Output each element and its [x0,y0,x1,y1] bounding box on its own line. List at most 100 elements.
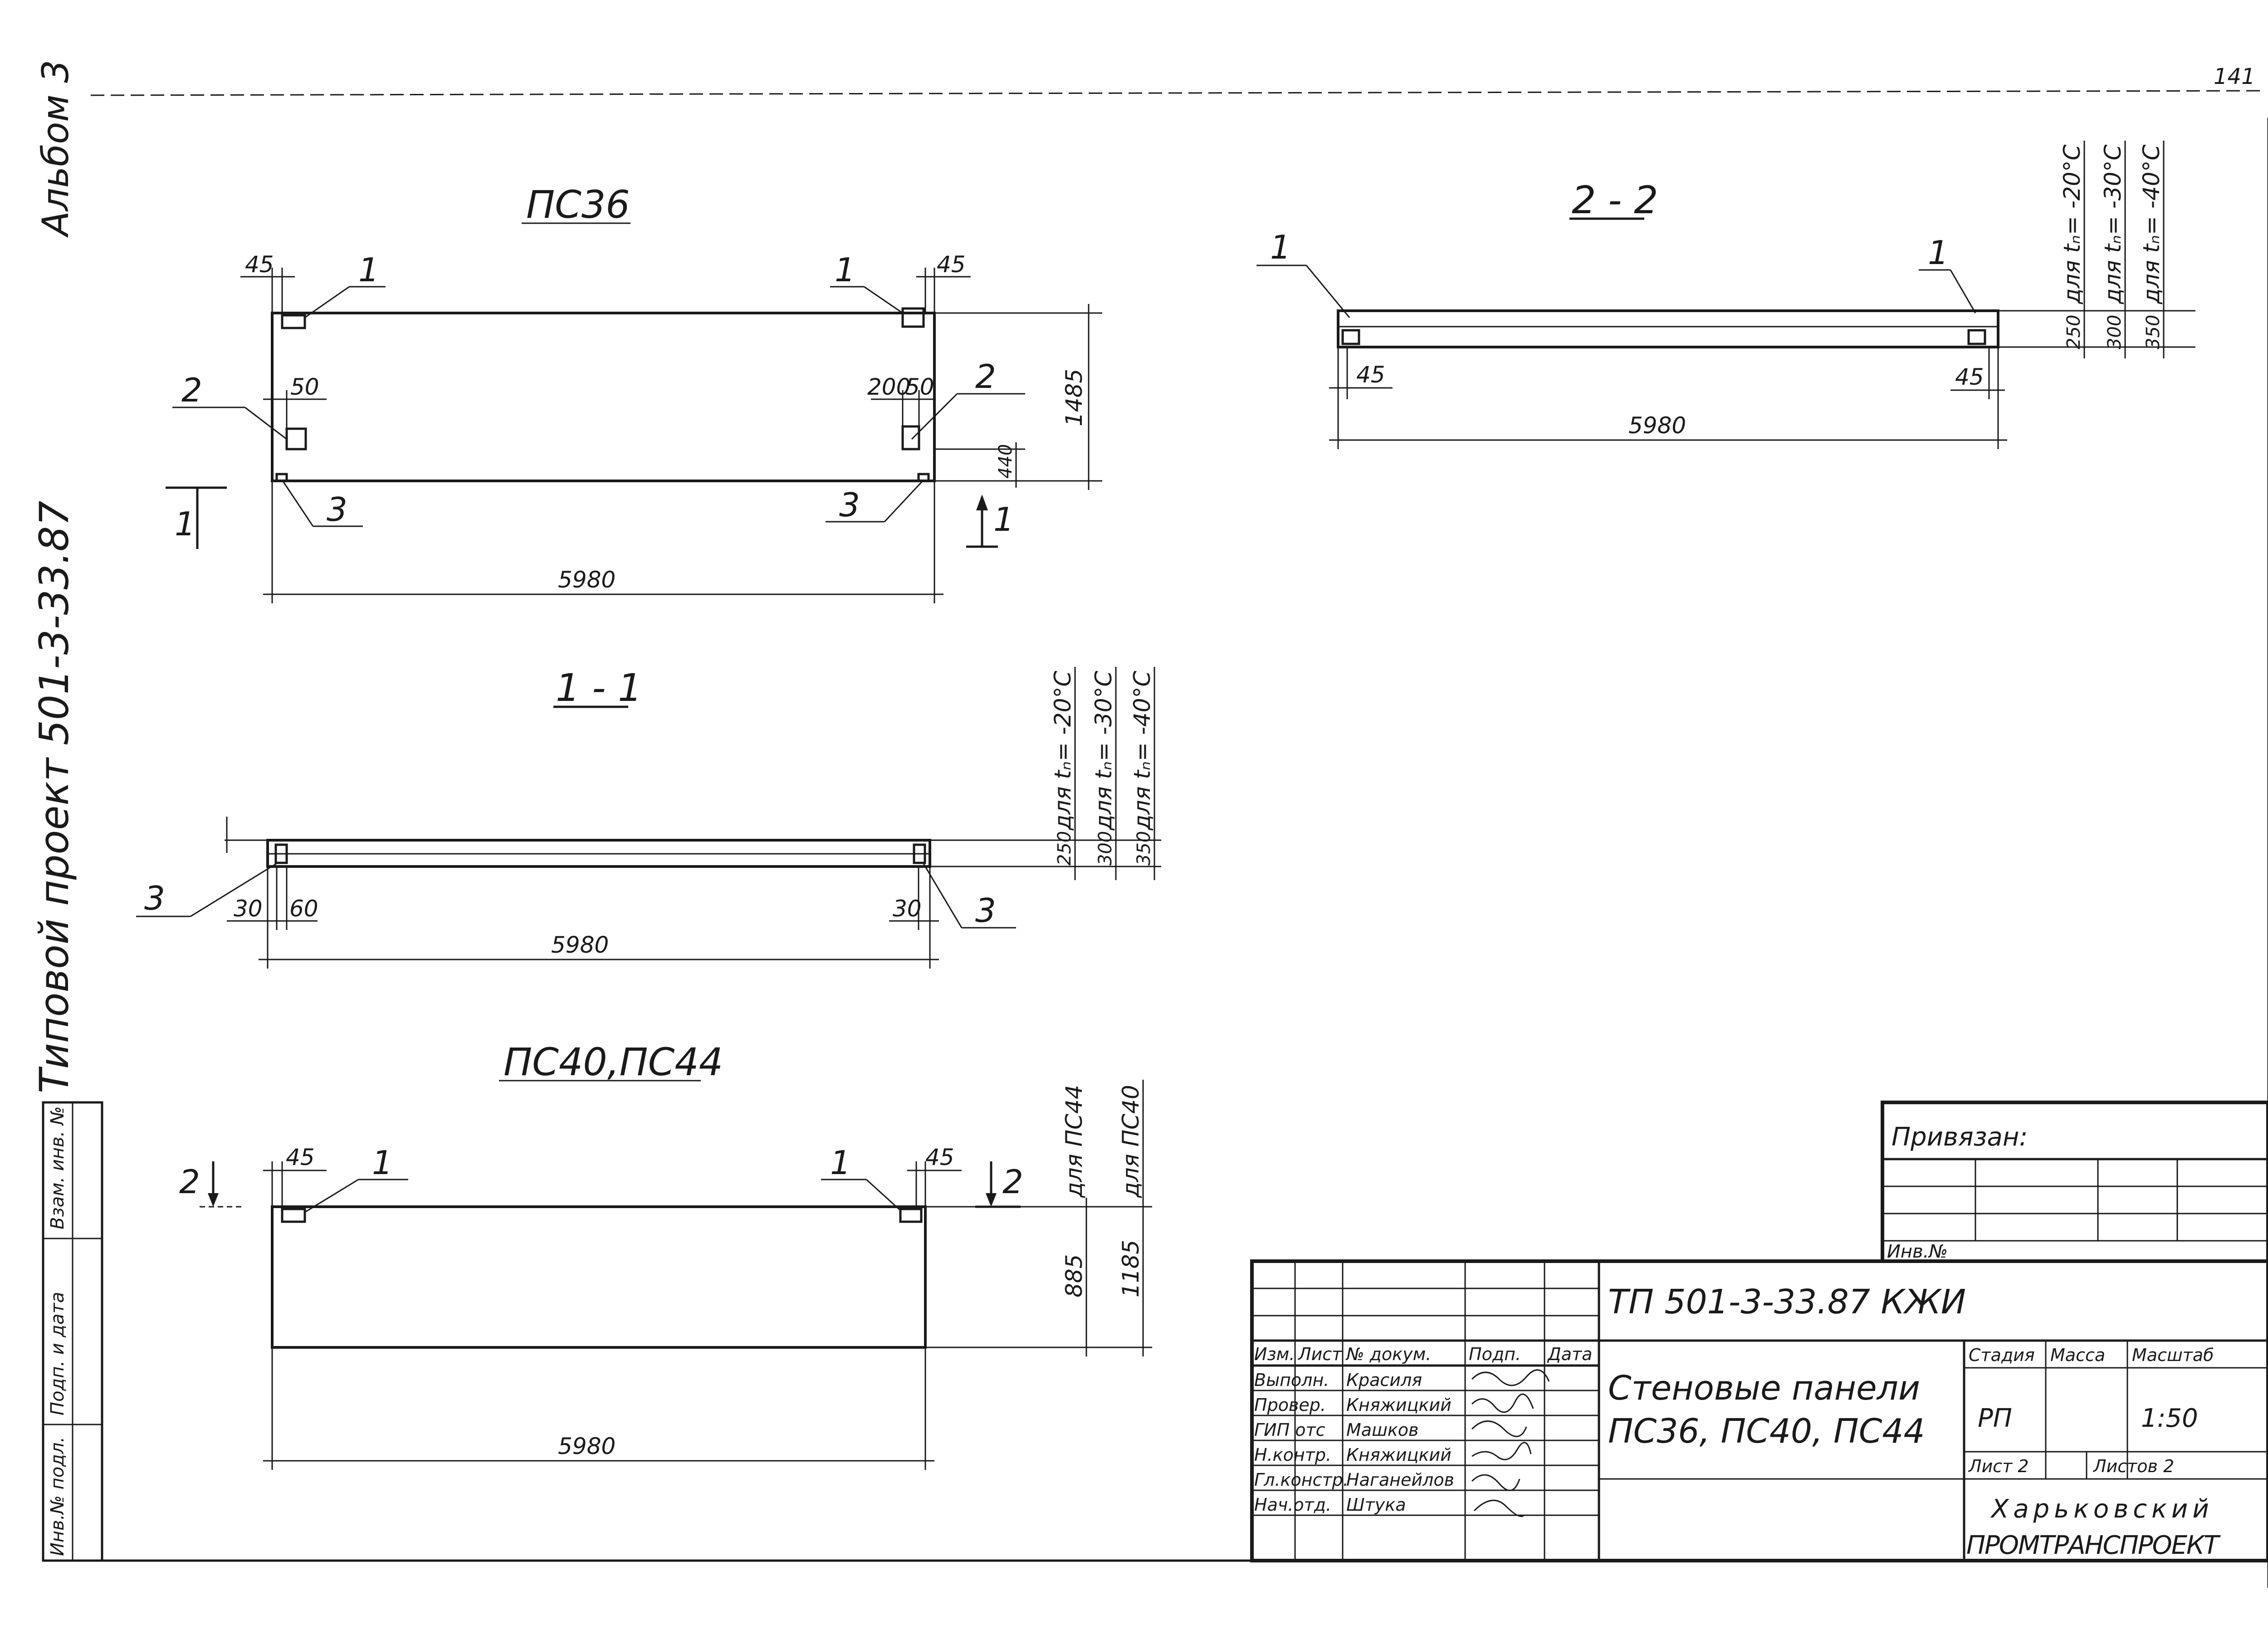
album-label: Альбом 3 [34,60,77,238]
s22-embed-right [1967,329,1986,345]
tb-sheets: Листов 2 [2092,1456,2174,1476]
pc36-dim-left-50: 50 [290,374,319,400]
pc40-dim-left-45: 45 [286,1144,315,1170]
section-2-2-title: 2 - 2 [1572,178,1658,222]
pc36-embed-1-left [281,314,306,329]
pc40-dim-right-45: 45 [925,1144,954,1170]
tb-description-2: ПС36, ПС40, ПС44 [1608,1412,1925,1451]
s22-thk-300-label: для tₙ= -30°С [2100,144,2126,304]
tb-header-date: Дата [1547,1344,1592,1364]
s11-thk-300-label: для tₙ= -30°С [1090,671,1117,831]
s11-dim-30-left: 30 [234,896,263,922]
pc36-callout-2-left: 2 [181,371,202,409]
s22-embed-left [1341,329,1360,345]
pc36-dim-440: 440 [995,444,1016,479]
s22-dim-left-45: 45 [1356,362,1385,388]
s11-dim-60: 60 [289,896,318,922]
pc36-embed-3-right [917,473,930,482]
pc36-callout-1-left: 1 [358,251,379,289]
tb-mass-label: Масса [2050,1345,2105,1365]
pc36-embed-2-left [285,427,307,450]
pc40-dim-1185: 1185 [1118,1240,1144,1297]
pc40-callout-1-left: 1 [372,1144,393,1182]
s11-thk-250: 250 [1054,831,1075,866]
tb-scale-label: Масштаб [2132,1345,2214,1365]
tb-role-0: Выполн. [1254,1370,1329,1390]
tb-sheet: Лист 2 [1968,1456,2029,1476]
stamp-replace: Взам. инв. № [47,1106,68,1229]
pc36-dim-right-50: 50 [905,374,934,400]
pc36-dim-length: 5980 [558,567,616,593]
s11-dim-length: 5980 [551,932,609,958]
tb-org-2: ПРОМТРАНСПРОЕКТ [1966,1531,2221,1560]
s11-thk-350: 350 [1134,831,1154,866]
s11-dim-30-right: 30 [893,896,922,922]
pc36-callout-3-left: 3 [327,490,347,529]
pc36-embed-2-right [901,425,920,450]
pc40-label-pc40: для ПС40 [1118,1085,1144,1198]
title-block: Изм. Лист № докум. Подп. Дата Выполн. Кр… [1250,1259,2268,1562]
s22-dim-length: 5980 [1628,412,1686,439]
view-section-2-2: 2 - 2 250 для tₙ= -20°С 300 для tₙ= -30°… [1256,141,2195,449]
pc40-embed-1-right [899,1208,923,1223]
project-label: Типовой проект 501-3-33.87 [31,501,78,1093]
s22-dim-right-45: 45 [1955,364,1984,390]
s22-callout-1-right: 1 [1928,234,1949,272]
tb-name-4: Наганейлов [1346,1470,1454,1490]
pc40-panel [271,1205,927,1349]
tb-scale: 1:50 [2141,1404,2198,1433]
pc36-dim-right-45: 45 [937,251,966,278]
tb-role-5: Нач.отд. [1254,1495,1331,1515]
pc40-label-pc44: для ПС44 [1061,1085,1087,1198]
tb-role-3: Н.контр. [1254,1445,1331,1465]
s22-thk-350: 350 [2143,315,2164,349]
view-pc40-title: ПС40,ПС44 [503,1040,723,1084]
pc40-callout-1-right: 1 [830,1144,851,1182]
section-1-1-title: 1 - 1 [556,666,642,710]
pc40-dim-885: 885 [1061,1254,1087,1297]
pc40-dim-length: 5980 [558,1433,616,1459]
tb-header-doc: № докум. [1345,1344,1431,1364]
pc40-embed-1-left [281,1208,306,1223]
tb-role-1: Провер. [1254,1395,1326,1415]
tb-signatures-handwritten [1471,1369,1550,1517]
section-1-1-embed-right [913,843,926,864]
view-pc40-pc44: ПС40,ПС44 45 45 1 1 2 2 [179,1040,1152,1470]
binding-table: Привязан: Инв.№ [1881,1101,2268,1263]
tb-doc-code: ТП 501-3-33.87 КЖИ [1608,1283,1966,1322]
tb-name-0: Красиля [1346,1370,1422,1390]
pc36-callout-1-right: 1 [835,251,855,289]
stamp-inv: Инв.№ подл. [47,1437,68,1556]
tb-role-2: ГИП отс [1254,1420,1325,1440]
pc36-section-left: 1 [175,505,196,543]
pc36-callout-2-right: 2 [975,357,996,396]
pc36-section-right: 1 [993,500,1014,539]
s22-thk-300: 300 [2104,315,2125,349]
tb-description-1: Стеновые панели [1608,1369,1920,1408]
pc36-dim-right-200: 200 [867,374,910,400]
tb-name-1: Княжицкий [1346,1395,1452,1415]
tb-name-2: Машков [1346,1420,1418,1440]
pc36-callout-3-right: 3 [839,486,860,524]
s22-thk-250: 250 [2063,315,2084,349]
tb-stage-label: Стадия [1969,1345,2035,1365]
view-pc36-title: ПС36 [526,182,630,227]
s11-callout-3-left: 3 [144,879,165,917]
tb-name-5: Штука [1346,1495,1406,1515]
binding-title: Привязан: [1892,1122,2028,1152]
section-2-2-panel [1337,309,1999,348]
s22-thk-350-label: для tₙ= -40°С [2138,144,2165,304]
s11-thk-350-label: для tₙ= -40°С [1129,671,1155,831]
tb-header-izm: Изм. [1254,1344,1295,1364]
sheet-number: 141 [2214,64,2255,89]
view-pc36: ПС36 45 45 1 1 50 200 50 [166,182,1102,603]
section-1-1-embed-left [274,843,288,864]
stamp-sign: Подп. и дата [47,1292,68,1415]
pc36-dim-height: 1485 [1061,369,1087,426]
tb-stage: РП [1978,1404,2012,1433]
pc36-embed-3-left [275,473,288,482]
s22-callout-1-left: 1 [1270,228,1291,266]
pc40-section-right: 2 [1002,1163,1023,1201]
tb-header-sign: Подп. [1469,1344,1521,1364]
